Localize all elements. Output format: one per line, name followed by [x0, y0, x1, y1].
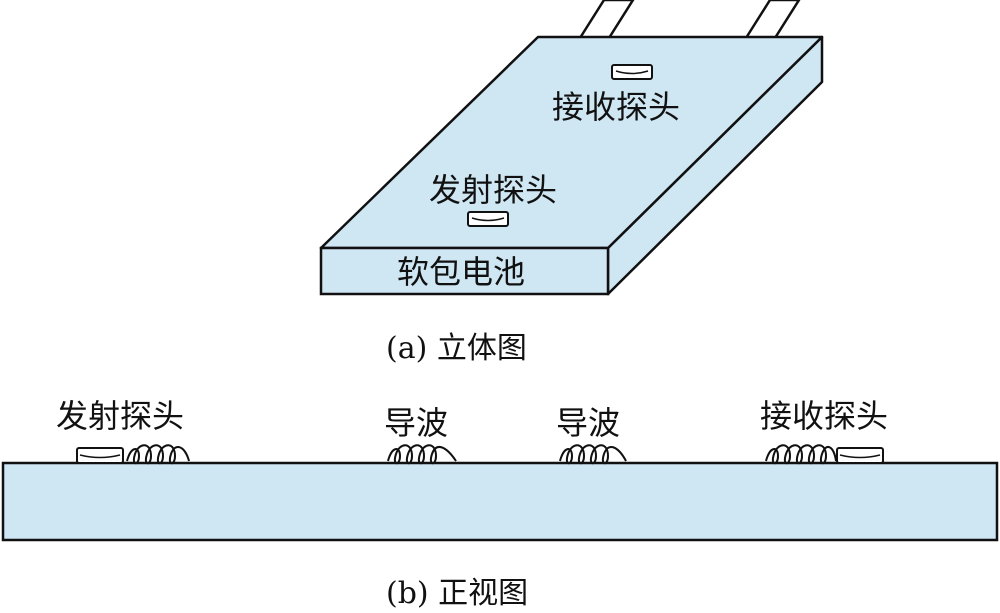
transmit-probe-front [76, 447, 124, 464]
guided-wave-3 [559, 444, 627, 465]
transmit-probe-label-front: 发射探头 [56, 397, 184, 435]
guided-wave-4 [765, 444, 837, 465]
transmit-probe-3d [467, 211, 509, 227]
receive-probe-label-front: 接收探头 [760, 397, 888, 435]
caption-front-view: (b) 正视图 [386, 576, 528, 611]
receive-probe-front [836, 447, 884, 464]
battery-front-face [319, 246, 610, 296]
guided-wave-1 [126, 444, 190, 465]
caption-3d-view: (a) 立体图 [386, 331, 527, 366]
battery-front-plate [1, 461, 999, 542]
transmit-probe-label-3d: 发射探头 [429, 171, 557, 209]
guided-wave-label-1: 导波 [384, 404, 448, 442]
guided-wave-2 [387, 444, 457, 465]
front-view: 发射探头 导波 导波 接收探头 [1, 397, 999, 542]
receive-probe-label-3d: 接收探头 [552, 88, 680, 126]
receive-probe-3d [611, 64, 653, 80]
pouch-battery-label: 软包电池 [397, 253, 525, 291]
guided-wave-label-2: 导波 [556, 404, 620, 442]
isometric-view: 接收探头 发射探头 软包电池 [319, 0, 824, 296]
